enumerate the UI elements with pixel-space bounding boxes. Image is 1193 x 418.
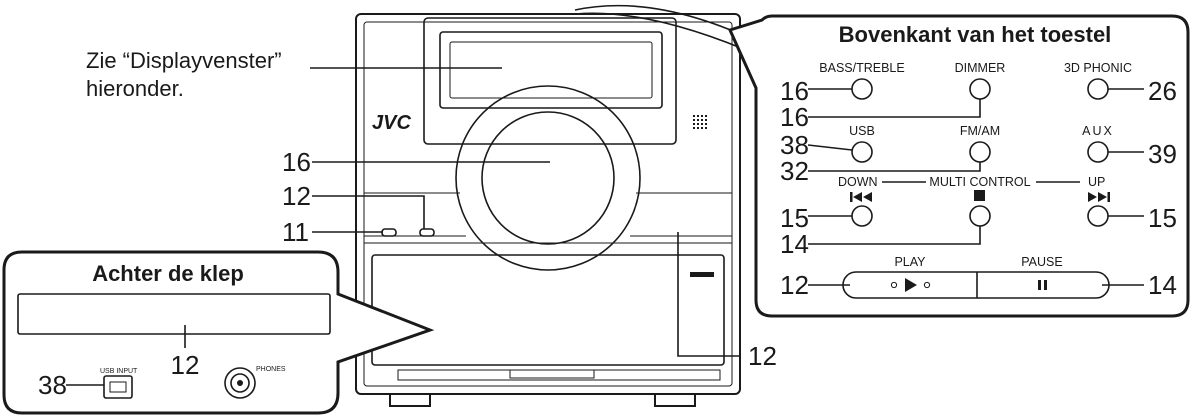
pause-button[interactable] (977, 272, 1109, 298)
display-frame (439, 31, 663, 109)
ref-front-buttons: 12 (282, 181, 311, 211)
label-play: PLAY (894, 255, 926, 269)
dimmer-button[interactable] (969, 78, 991, 100)
ref-usb-input: 38 (38, 370, 67, 400)
phones-label: PHONES (256, 366, 286, 373)
label-dimmer: DIMMER (955, 61, 1006, 75)
leader-stop (808, 226, 981, 245)
3d-phonic-button[interactable] (1087, 78, 1109, 100)
play-dot-right (923, 281, 931, 289)
usb-button[interactable] (851, 141, 873, 163)
right-front-button[interactable] (419, 228, 435, 237)
flap-inset-frame (2, 250, 435, 415)
label-aux: AUX (1082, 124, 1114, 138)
display-note-line1: Zie “Displayvenster” (86, 48, 282, 73)
label-pause: PAUSE (1021, 255, 1062, 269)
leader-dimmer (808, 99, 981, 118)
pause-icon (1038, 280, 1047, 290)
phones-jack-outer (224, 367, 256, 399)
phones-jack[interactable] (230, 373, 250, 393)
label-bass-treble: BASS/TREBLE (819, 61, 904, 75)
display-housing (423, 17, 677, 145)
ref-stop: 14 (780, 229, 809, 259)
ref-skip-forward: 15 (1148, 203, 1177, 233)
stop-button[interactable] (969, 205, 991, 227)
label-multi-control: MULTI CONTROL (929, 175, 1030, 189)
bass-treble-button[interactable] (851, 78, 873, 100)
base-notch (509, 369, 595, 379)
volume-knob[interactable] (481, 111, 615, 245)
usb-port[interactable] (103, 375, 133, 399)
display-window (449, 41, 653, 99)
usb-port-inner (109, 381, 127, 393)
skip-forward-button[interactable] (1087, 205, 1109, 227)
tray-indicator (690, 272, 714, 277)
ref-pause: 14 (1148, 270, 1177, 300)
top-panel-inset: Bovenkant van het toestel BASS/TREBLE 16… (727, 14, 1190, 318)
ref-dimmer: 16 (780, 102, 809, 132)
leader-right-indicator (677, 232, 740, 357)
top-panel-title: Bovenkant van het toestel (839, 22, 1112, 47)
cabinet-inner-edge (363, 21, 733, 387)
play-dot-left (890, 281, 898, 289)
usb-input-label: USB INPUT (100, 368, 138, 375)
flap-inset: Achter de klep 12 38 USB INPUT PHONES (2, 250, 435, 415)
ref-right-indicator: 12 (748, 341, 777, 371)
ref-disc-slot: 12 (171, 350, 200, 380)
disc-slot[interactable] (17, 293, 331, 335)
play-icon (905, 278, 917, 292)
leader-usb (807, 144, 853, 151)
ref-fm-am: 32 (780, 156, 809, 186)
leader-front-buttons (312, 195, 425, 229)
stop-icon (974, 190, 985, 201)
skip-forward-icon (1088, 192, 1110, 202)
ref-aux: 39 (1148, 139, 1177, 169)
label-down: DOWN (838, 175, 878, 189)
label-up: UP (1088, 175, 1105, 189)
sensor-grid (693, 115, 707, 129)
brand-logo: JVC (372, 112, 411, 134)
main-unit: JVC (355, 4, 771, 407)
leader-fm-am (808, 162, 981, 172)
front-callouts: Zie “Displayvenster” hieronder. 16 12 11… (86, 48, 777, 371)
skip-back-icon (850, 192, 872, 202)
top-panel-frame (727, 14, 1190, 318)
lid-curve-inner (575, 12, 761, 57)
flap-title: Achter de klep (92, 261, 244, 286)
ref-3d-phonic: 26 (1148, 76, 1177, 106)
fm-am-button[interactable] (969, 141, 991, 163)
cabinet (355, 13, 741, 395)
ref-left-button: 11 (282, 217, 309, 247)
ref-usb: 38 (780, 130, 809, 160)
display-note-line2: hieronder. (86, 76, 184, 101)
ref-skip-back: 15 (780, 203, 809, 233)
label-3d-phonic: 3D PHONIC (1064, 61, 1132, 75)
label-fm-am: FM/AM (960, 124, 1000, 138)
ref-play: 12 (780, 270, 809, 300)
volume-ring (455, 85, 641, 271)
phones-jack-hole (237, 380, 243, 386)
ref-volume: 16 (282, 147, 311, 177)
ref-bass-treble: 16 (780, 76, 809, 106)
label-usb: USB (849, 124, 875, 138)
skip-back-button[interactable] (851, 205, 873, 227)
aux-button[interactable] (1087, 141, 1109, 163)
